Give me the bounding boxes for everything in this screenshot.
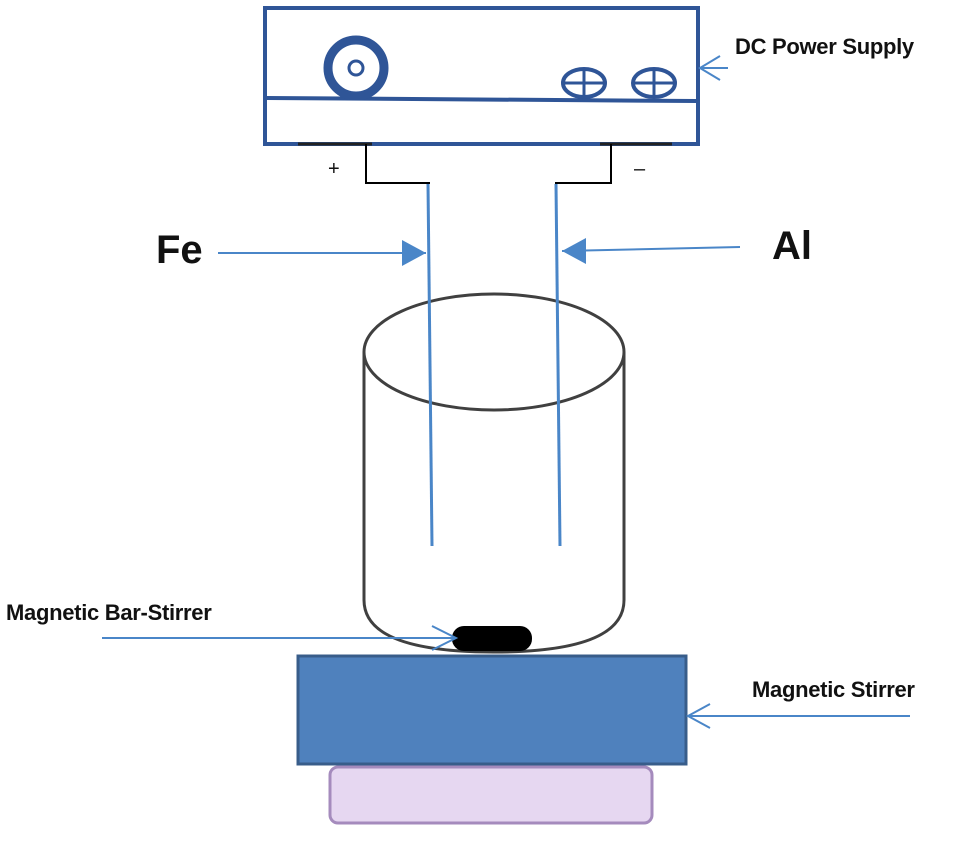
bar-stirrer-label: Magnetic Bar-Stirrer (6, 600, 212, 625)
magnetic-bar-stirrer (452, 626, 532, 651)
power-supply-label: DC Power Supply (735, 34, 914, 59)
stirrer-base (328, 765, 654, 825)
al-electrode-label: Al (772, 224, 812, 268)
arrow-al (561, 238, 741, 264)
magnetic-stirrer-plate (296, 654, 688, 766)
knob-icon (323, 35, 389, 101)
electrode-al (554, 183, 562, 547)
wire-positive (365, 144, 430, 184)
electrode-fe (426, 183, 434, 547)
switch-right-icon (631, 67, 677, 99)
power-supply-divider (266, 96, 697, 103)
switch-left-icon (561, 67, 607, 99)
beaker-rim (362, 292, 626, 412)
arrow-power-supply (698, 55, 728, 81)
positive-terminal-label: + (328, 158, 340, 180)
arrow-magnetic-stirrer (685, 703, 910, 729)
arrow-bar-stirrer (102, 625, 459, 651)
negative-terminal-label: – (634, 158, 646, 180)
dc-power-supply (263, 6, 700, 146)
arrow-fe (218, 240, 426, 266)
beaker (362, 292, 626, 654)
fe-electrode-label: Fe (156, 228, 203, 272)
wire-negative (555, 144, 612, 184)
magnetic-stirrer-label: Magnetic Stirrer (752, 677, 915, 702)
